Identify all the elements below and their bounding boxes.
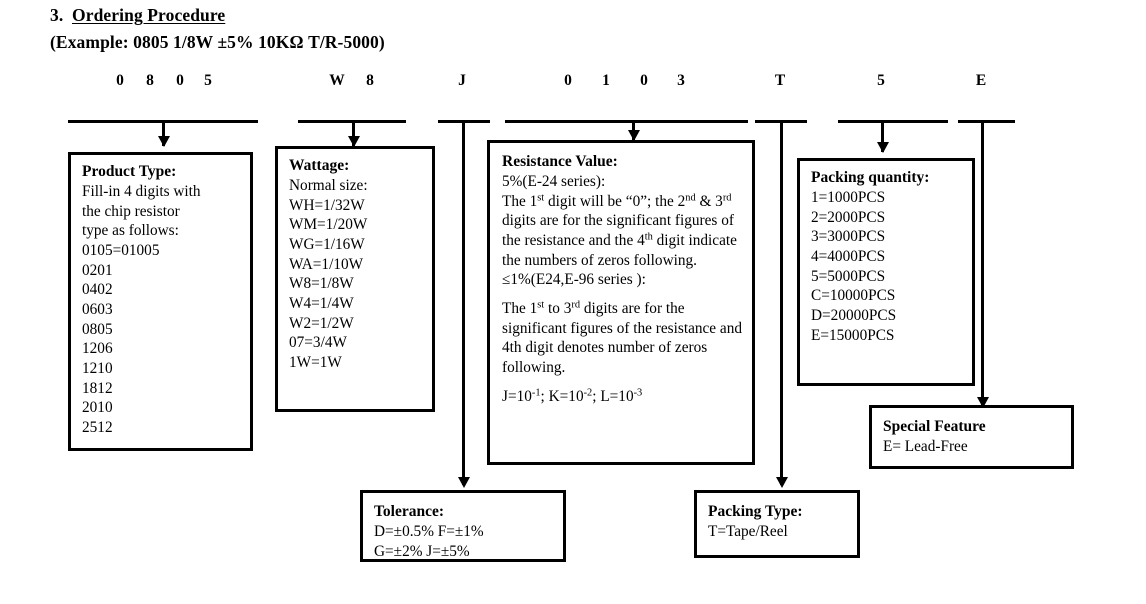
stem-tolerance: [462, 120, 465, 485]
code-char-5: W: [329, 72, 345, 89]
box-wattage-line-10: 1W=1W: [289, 354, 342, 372]
stem-special-feature: [981, 120, 984, 405]
box-resistance-value-multipliers: J=10-1; K=10-2; L=10-3: [502, 387, 643, 405]
code-char-8: 0: [564, 72, 572, 89]
stem-packing-quantity: [881, 120, 884, 152]
code-char-14: E: [975, 72, 987, 89]
code-char-10: 0: [640, 72, 648, 89]
code-char-6: 8: [366, 72, 374, 89]
box-product-type-line-12: 2010: [82, 399, 113, 417]
stem-product-type: [162, 120, 165, 146]
box-wattage-line-3: WM=1/20W: [289, 216, 368, 234]
box-product-type-line-2: the chip resistor: [82, 202, 180, 220]
box-product-type-line-7: 0603: [82, 301, 113, 319]
arrow-product-type: [157, 136, 170, 147]
code-char-7: J: [458, 72, 466, 89]
box-tolerance: Tolerance: D=±0.5% F=±1% G=±2% J=±5%: [360, 490, 566, 562]
box-product-type-line-9: 1206: [82, 340, 113, 358]
box-product-type-line-13: 2512: [82, 419, 113, 437]
box-product-type-line-5: 0201: [82, 261, 113, 279]
box-wattage-line-7: W4=1/4W: [289, 295, 354, 313]
box-product-type-line-11: 1812: [82, 379, 113, 397]
section-number: 3.: [50, 5, 64, 25]
box-special-feature-line-1: E= Lead-Free: [883, 438, 968, 456]
code-char-2: 8: [146, 72, 154, 89]
arrow-wattage: [347, 136, 360, 147]
page-title: Ordering Procedure: [72, 5, 226, 25]
code-char-12: T: [774, 72, 786, 89]
box-resistance-value-title: Resistance Value:: [502, 153, 618, 170]
brace-special-feature: [958, 120, 1015, 123]
box-wattage-line-1: Normal size:: [289, 177, 368, 195]
box-resistance-value-para-1pct: The 1st to 3rd digits are for the signif…: [502, 299, 742, 377]
box-wattage-title: Wattage:: [289, 157, 350, 174]
box-product-type-line-8: 0805: [82, 320, 113, 338]
box-packing-type-line-1: T=Tape/Reel: [708, 523, 788, 541]
box-resistance-value-series-1pct: ≤1%(E24,E-96 series ):: [502, 271, 646, 289]
code-char-9: 1: [602, 72, 610, 89]
arrow-tolerance: [457, 477, 470, 488]
box-wattage-line-9: 07=3/4W: [289, 334, 347, 352]
box-packing-quantity-line-2: 2=2000PCS: [811, 208, 886, 226]
code-char-4: 5: [204, 72, 212, 89]
code-char-13: 5: [877, 72, 885, 89]
arrow-packing-quantity: [876, 142, 889, 153]
box-product-type-line-10: 1210: [82, 360, 113, 378]
box-packing-type-title: Packing Type:: [708, 503, 803, 520]
code-char-3: 0: [176, 72, 184, 89]
box-resistance-value: Resistance Value: 5%(E-24 series): The 1…: [487, 140, 755, 465]
box-packing-quantity-line-5: 5=5000PCS: [811, 267, 886, 285]
spacer: [502, 290, 742, 299]
box-resistance-value-para-5pct: The 1st digit will be “0”; the 2nd & 3rd…: [502, 192, 737, 269]
box-product-type-title: Product Type:: [82, 163, 177, 180]
box-tolerance-title: Tolerance:: [374, 503, 445, 520]
box-resistance-value-series-5pct: 5%(E-24 series):: [502, 173, 606, 191]
box-packing-quantity-line-8: E=15000PCS: [811, 326, 895, 344]
box-packing-quantity-line-3: 3=3000PCS: [811, 228, 886, 246]
stem-packing-type: [780, 120, 783, 485]
box-wattage-line-8: W2=1/2W: [289, 314, 354, 332]
box-product-type-line-1: Fill-in 4 digits with: [82, 183, 201, 201]
box-product-type-line-3: type as follows:: [82, 222, 179, 240]
box-wattage: Wattage: Normal size: WH=1/32W WM=1/20W …: [275, 146, 435, 412]
arrow-packing-type: [775, 477, 788, 488]
box-packing-quantity-line-4: 4=4000PCS: [811, 248, 886, 266]
box-packing-quantity-title: Packing quantity:: [811, 169, 930, 186]
arrow-resistance-value: [627, 130, 640, 141]
box-product-type-line-4: 0105=01005: [82, 242, 160, 260]
box-packing-quantity-line-7: D=20000PCS: [811, 307, 897, 325]
box-special-feature: Special Feature E= Lead-Free: [869, 405, 1074, 469]
box-wattage-line-6: W8=1/8W: [289, 275, 354, 293]
box-tolerance-line-2: G=±2% J=±5%: [374, 542, 470, 560]
arrow-special-feature: [976, 397, 989, 408]
box-product-type-line-6: 0402: [82, 281, 113, 299]
box-packing-quantity: Packing quantity: 1=1000PCS 2=2000PCS 3=…: [797, 158, 975, 386]
spacer: [502, 378, 742, 387]
box-special-feature-title: Special Feature: [883, 418, 986, 435]
stem-wattage: [352, 120, 355, 146]
box-tolerance-line-1: D=±0.5% F=±1%: [374, 523, 484, 541]
box-product-type: Product Type: Fill-in 4 digits with the …: [68, 152, 253, 451]
box-wattage-line-4: WG=1/16W: [289, 236, 365, 254]
brace-packing-quantity: [838, 120, 948, 123]
box-packing-type: Packing Type: T=Tape/Reel: [694, 490, 860, 558]
box-packing-quantity-line-6: C=10000PCS: [811, 287, 896, 305]
box-wattage-line-5: WA=1/10W: [289, 255, 364, 273]
box-wattage-line-2: WH=1/32W: [289, 196, 365, 214]
code-char-11: 3: [677, 72, 685, 89]
code-char-1: 0: [116, 72, 124, 89]
example-part-number: (Example: 0805 1/8W ±5% 10KΩ T/R-5000): [50, 32, 385, 52]
box-packing-quantity-line-1: 1=1000PCS: [811, 189, 886, 207]
brace-resistance-value: [505, 120, 748, 123]
